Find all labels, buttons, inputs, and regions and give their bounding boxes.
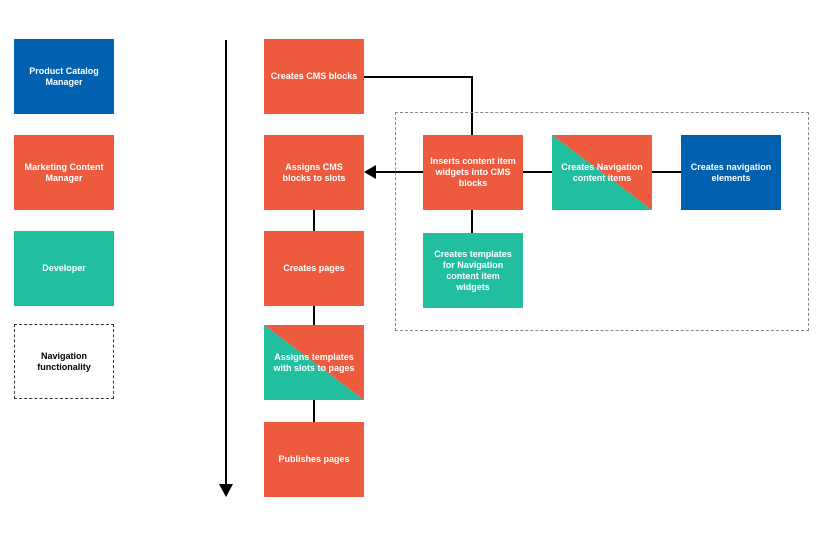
legend-developer: Developer [14,231,114,306]
step-creates-cms-blocks: Creates CMS blocks [264,39,364,114]
split-color-fill [552,135,652,210]
legend-label: Navigation functionality [37,350,91,372]
connector-cms-to-insert [364,76,473,135]
step-label: Creates CMS blocks [270,71,358,81]
navigation-functionality-frame [395,112,809,331]
step-assigns-cms-blocks-to-slots: Assigns CMS blocks to slots [264,135,364,210]
step-publishes-pages: Publishes pages [264,422,364,497]
legend-marketing-content-manager: Marketing Content Manager [14,135,114,210]
legend-product-catalog-manager: Product Catalog Manager [14,39,114,114]
step-creates-navigation-content-items: Creates Navigation content items [552,135,652,210]
legend-label: Product Catalog Manager [29,65,99,87]
step-inserts-widgets: Inserts content item widgets into CMS bl… [423,135,523,210]
step-creates-pages: Creates pages [264,231,364,306]
step-label: Creates Navigation content items [561,161,643,183]
step-label: Publishes pages [278,454,350,464]
step-creates-navigation-elements: Creates navigation elements [681,135,781,210]
timeline-arrowhead [219,484,233,497]
arrow-insert-to-assign-head [364,165,376,179]
step-label: Inserts content item widgets into CMS bl… [430,156,516,188]
step-assigns-templates: Assigns templates with slots to pages [264,325,364,400]
legend-label: Marketing Content Manager [24,161,104,183]
step-label: Assigns templates with slots to pages [273,351,355,373]
legend-navigation-functionality: Navigation functionality [14,324,114,399]
step-label: Creates templates for Navigation content… [434,248,512,292]
step-label: Creates pages [283,263,345,273]
step-label: Creates navigation elements [690,161,772,183]
step-creates-templates: Creates templates for Navigation content… [423,233,523,308]
split-color-fill [264,325,364,400]
step-label: Assigns CMS blocks to slots [282,161,346,183]
legend-label: Developer [42,263,86,273]
